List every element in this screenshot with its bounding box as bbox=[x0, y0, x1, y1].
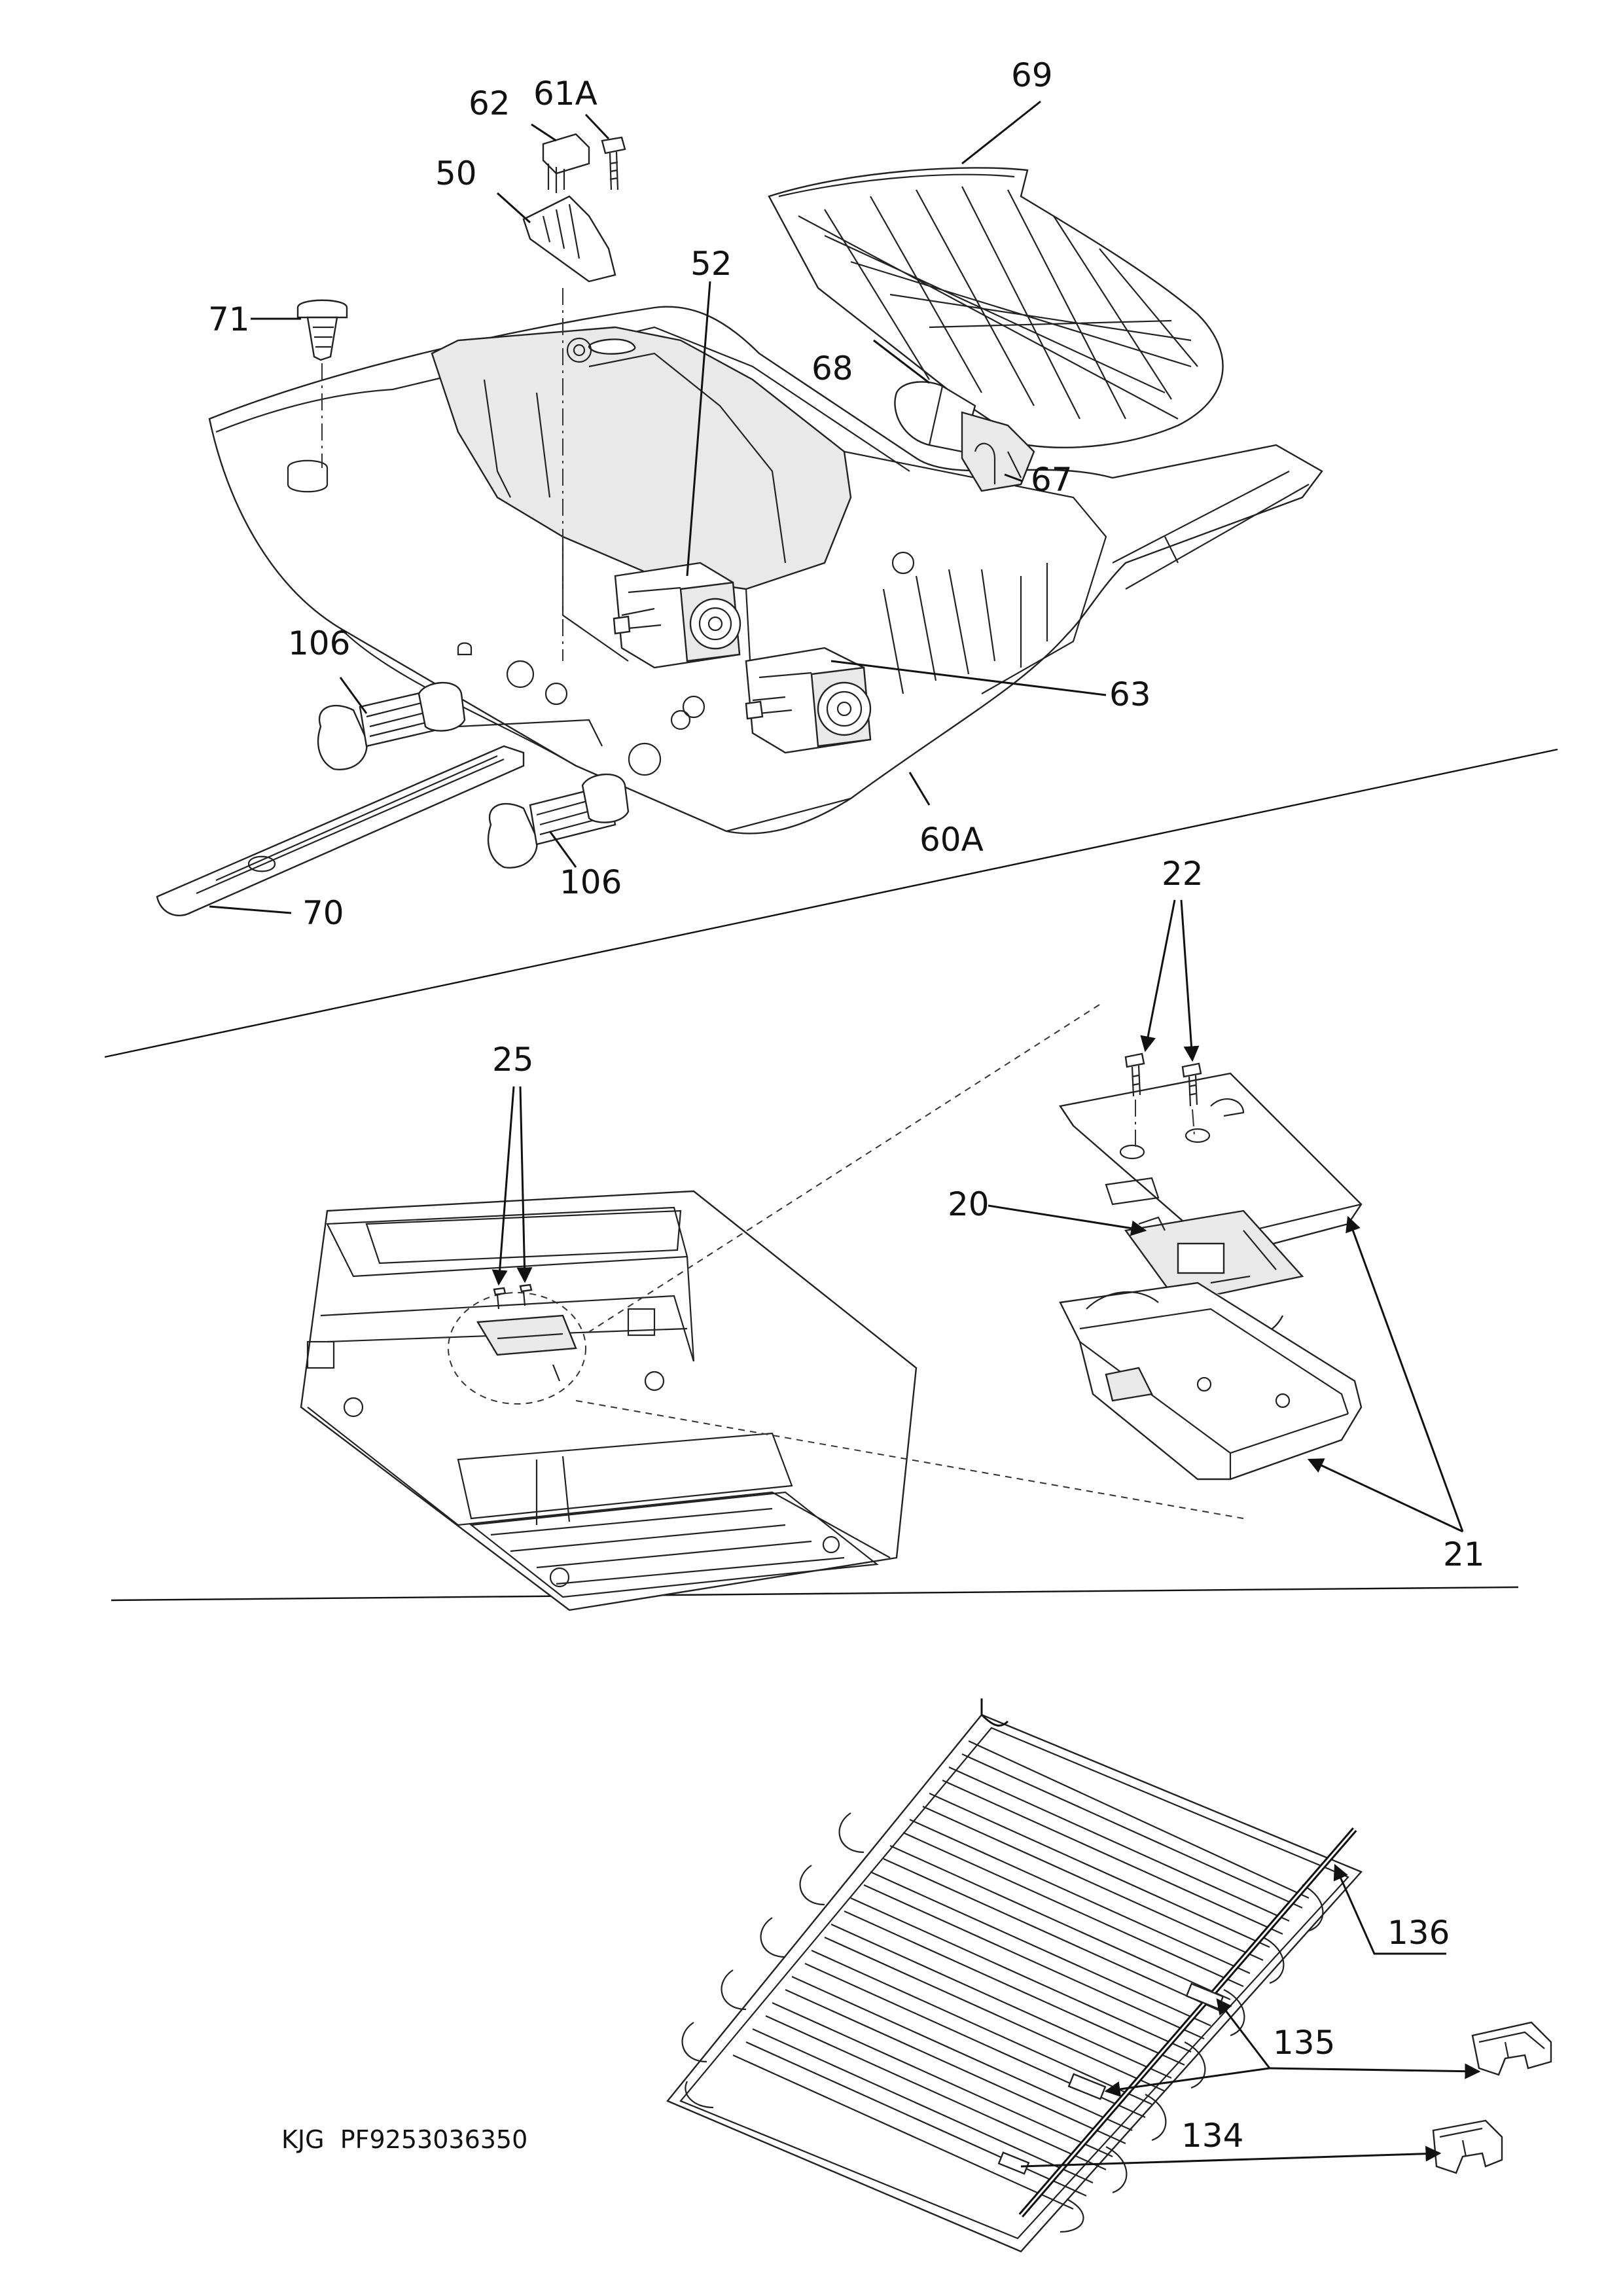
box-base-21 bbox=[1059, 1282, 1363, 1480]
screws-25 bbox=[493, 1283, 533, 1310]
callout-106-lower: 106 bbox=[560, 863, 622, 901]
callout-69: 69 bbox=[1011, 56, 1053, 94]
screw-61A bbox=[601, 136, 626, 190]
evaporator-tubes bbox=[681, 1740, 1324, 2233]
detail-circle bbox=[448, 1292, 586, 1405]
section-divider-2 bbox=[111, 1586, 1519, 1602]
callout-60A: 60A bbox=[919, 821, 984, 859]
switch-62 bbox=[542, 133, 590, 193]
callout-67: 67 bbox=[1031, 461, 1073, 499]
knob-106-lower bbox=[487, 773, 630, 869]
callout-71: 71 bbox=[208, 300, 250, 338]
filter-grid bbox=[798, 186, 1198, 420]
thermostat-52 bbox=[613, 562, 741, 669]
callout-62: 62 bbox=[469, 84, 510, 122]
clip-71 bbox=[296, 299, 348, 361]
callout-52: 52 bbox=[690, 245, 732, 283]
filter-cover-69 bbox=[768, 167, 1224, 448]
slide-rail-70 bbox=[156, 719, 603, 916]
callout-labels: 62 61A 50 69 52 71 68 67 106 63 60A 106 … bbox=[208, 56, 1485, 2155]
section-evaporator bbox=[666, 1698, 1552, 2253]
callout-21: 21 bbox=[1443, 1535, 1485, 1573]
section-control-housing bbox=[104, 100, 1558, 1058]
callout-20: 20 bbox=[948, 1185, 990, 1223]
lamp-holder-67 bbox=[961, 411, 1035, 492]
callout-106-upper: 106 bbox=[288, 624, 350, 662]
section-electronic-box bbox=[111, 899, 1519, 1611]
callout-68: 68 bbox=[812, 350, 853, 387]
cabinet-ceiling bbox=[300, 1004, 1244, 1611]
thermostat-63 bbox=[745, 647, 872, 754]
callout-136: 136 bbox=[1387, 1914, 1450, 1952]
heater-wire-136 bbox=[1018, 1827, 1357, 2217]
clip-135 bbox=[1471, 2021, 1552, 2076]
callout-50: 50 bbox=[435, 154, 477, 192]
callout-22: 22 bbox=[1162, 855, 1204, 893]
evaporator-plate bbox=[666, 1698, 1363, 2253]
heater-clips-on-wire bbox=[997, 1982, 1224, 2175]
callout-63: 63 bbox=[1109, 675, 1151, 713]
callout-134: 134 bbox=[1181, 2117, 1243, 2155]
holder-50 bbox=[522, 195, 616, 283]
callout-70: 70 bbox=[302, 894, 344, 932]
screws-22 bbox=[1124, 1052, 1202, 1152]
leaders-section-1 bbox=[209, 100, 1107, 914]
callout-25: 25 bbox=[492, 1041, 534, 1079]
callout-135: 135 bbox=[1273, 2024, 1335, 2062]
clip-134 bbox=[1432, 2119, 1503, 2174]
section-divider-1 bbox=[104, 748, 1558, 1058]
document-code: KJG PF9253036350 bbox=[281, 2125, 527, 2154]
leaders-section-3 bbox=[1020, 1863, 1481, 2168]
leaders-section-2 bbox=[491, 899, 1464, 1533]
callout-61A: 61A bbox=[533, 75, 597, 113]
knob-106-upper bbox=[317, 681, 466, 770]
